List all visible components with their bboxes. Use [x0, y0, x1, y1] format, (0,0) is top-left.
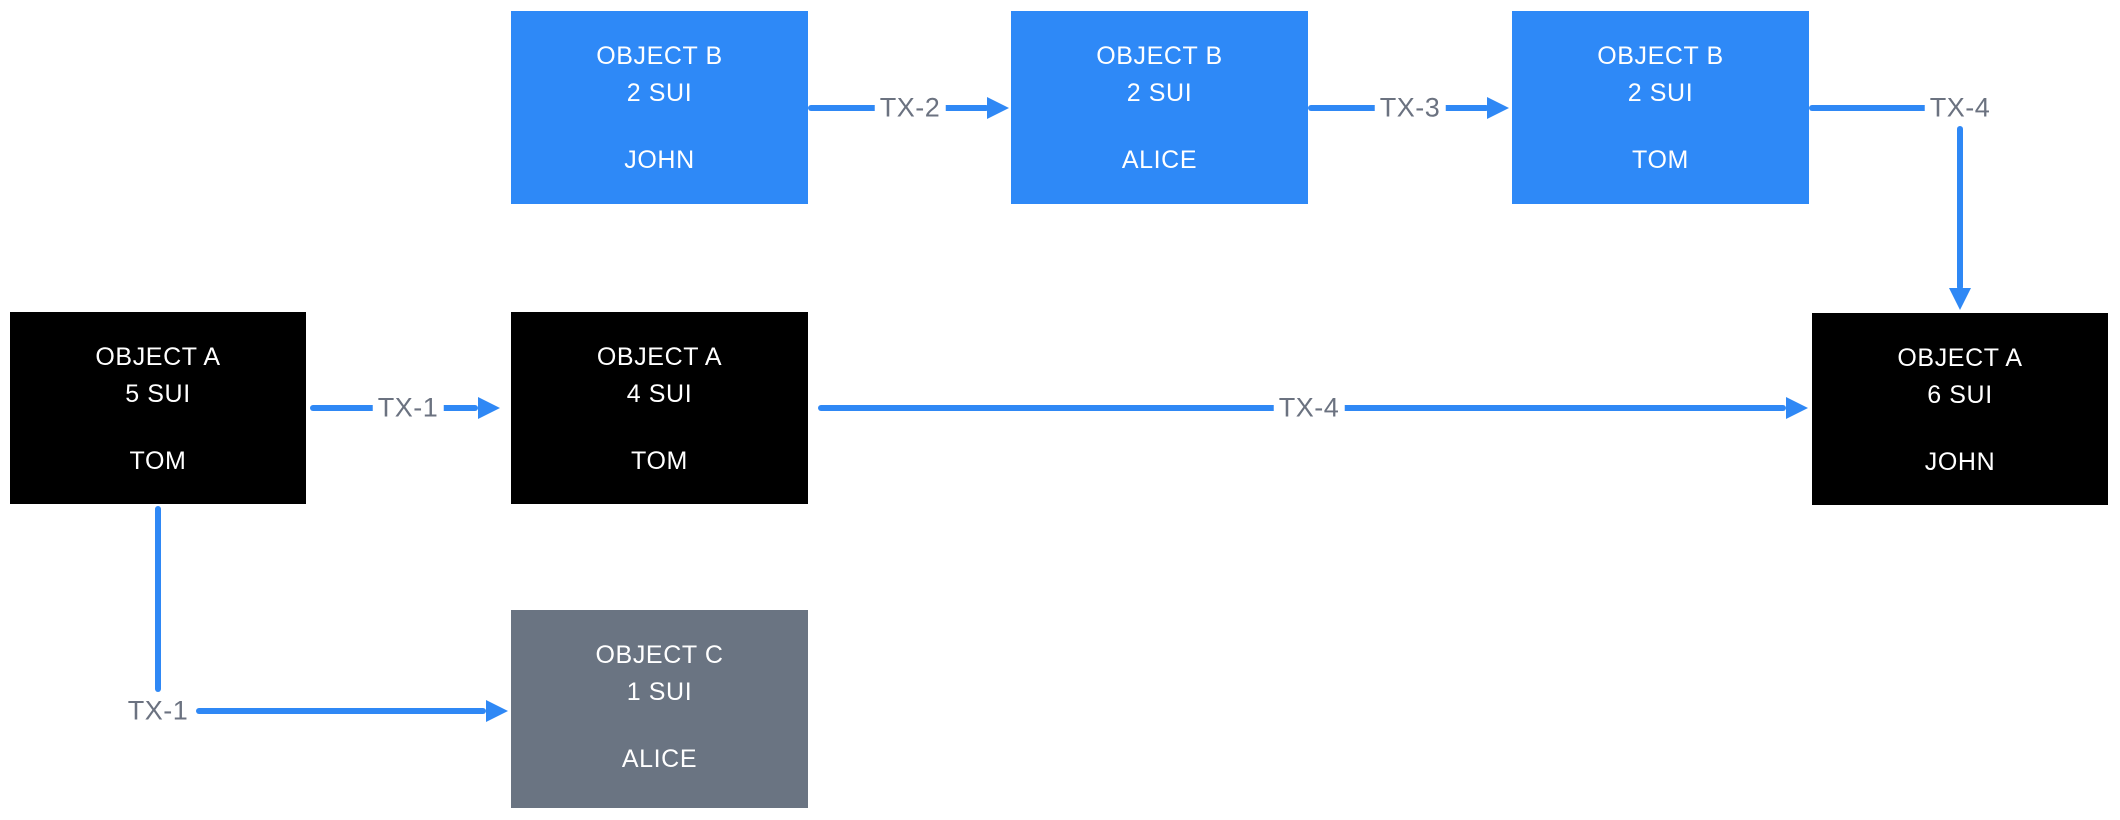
edge-tx1-elbow-vline: [155, 506, 161, 692]
edge-tx1-elbow-arrowhead-icon: [486, 700, 508, 722]
node-object-a-4-tom: OBJECT A 4 SUI TOM: [511, 312, 808, 504]
node-amount: 2 SUI: [1126, 79, 1193, 107]
node-object-a-6-john: OBJECT A 6 SUI JOHN: [1812, 313, 2108, 505]
edge-tx1-elbow-hline: [196, 708, 486, 714]
node-title: OBJECT A: [95, 343, 221, 371]
node-amount: 1 SUI: [626, 678, 693, 706]
edge-tx1-label: TX-1: [372, 392, 444, 424]
node-title: OBJECT B: [1597, 42, 1724, 70]
edge-tx1-elbow-label: TX-1: [122, 695, 194, 727]
node-object-b-john: OBJECT B 2 SUI JOHN: [511, 11, 808, 204]
node-amount: 5 SUI: [125, 380, 191, 408]
node-owner: ALICE: [1121, 146, 1198, 174]
node-object-b-alice: OBJECT B 2 SUI ALICE: [1011, 11, 1308, 204]
node-title: OBJECT A: [596, 343, 723, 371]
node-title: OBJECT B: [596, 42, 723, 70]
edge-tx2-arrowhead-icon: [987, 97, 1009, 119]
edge-tx1-arrowhead-icon: [478, 397, 500, 419]
edge-tx3-arrowhead-icon: [1487, 97, 1509, 119]
node-owner: TOM: [129, 447, 187, 475]
node-object-c-alice: OBJECT C 1 SUI ALICE: [511, 610, 808, 808]
node-amount: 2 SUI: [1627, 79, 1694, 107]
edge-tx4-elbow-arrowhead-icon: [1949, 288, 1971, 310]
edge-tx4-elbow-label: TX-4: [1924, 92, 1996, 124]
node-object-b-tom: OBJECT B 2 SUI TOM: [1512, 11, 1809, 204]
edge-tx2-label: TX-2: [874, 92, 946, 124]
edge-tx4-elbow-hline: [1809, 105, 1930, 111]
edge-tx3-label: TX-3: [1374, 92, 1446, 124]
node-amount: 6 SUI: [1927, 381, 1993, 409]
node-title: OBJECT A: [1897, 344, 2023, 372]
node-owner: TOM: [631, 447, 688, 475]
edge-tx4-long-arrowhead-icon: [1786, 397, 1808, 419]
node-owner: JOHN: [624, 146, 695, 174]
node-title: OBJECT B: [1096, 42, 1223, 70]
node-owner: JOHN: [1924, 448, 1996, 476]
node-amount: 4 SUI: [626, 380, 693, 408]
node-title: OBJECT C: [595, 641, 724, 669]
node-owner: TOM: [1632, 146, 1689, 174]
node-object-a-5-tom: OBJECT A 5 SUI TOM: [10, 312, 306, 504]
edge-tx4-elbow-vline: [1957, 126, 1963, 290]
node-amount: 2 SUI: [626, 79, 693, 107]
node-owner: ALICE: [621, 745, 698, 773]
edge-tx4-long-label: TX-4: [1273, 392, 1345, 424]
